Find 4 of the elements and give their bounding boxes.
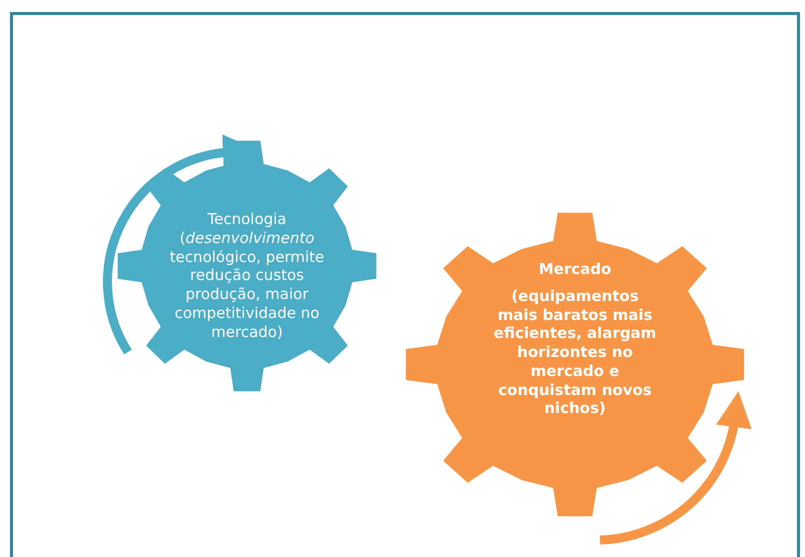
gear-title: Tecnologia: [206, 210, 288, 229]
gear-description: (desenvolvimento tecnológico, permite redução custos produção, maior competitividade no mercado): [168, 228, 326, 342]
gear-description: (equipamentos mais baratos mais eficientes, alargam horizontes no mercado e conquistam novos nichos): [492, 286, 658, 418]
gear-title: Mercado: [538, 260, 612, 279]
